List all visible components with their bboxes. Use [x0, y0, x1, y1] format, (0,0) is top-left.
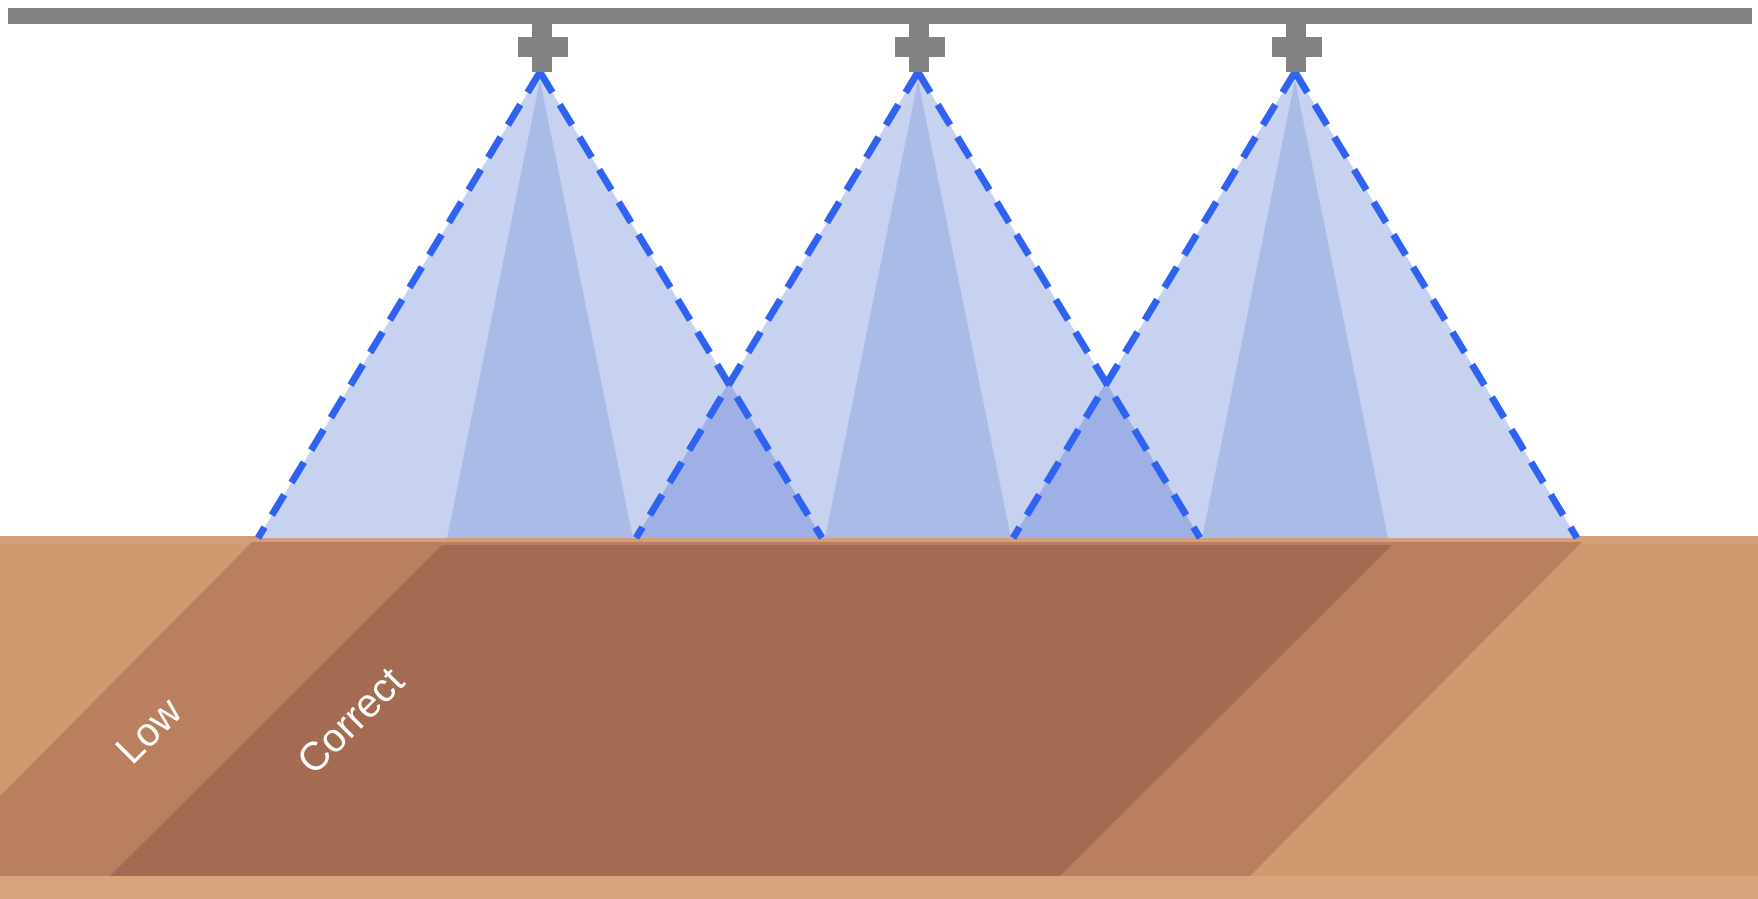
ground: Low Correct: [0, 536, 1758, 899]
spray-edge-3-left: [1010, 70, 1298, 540]
spray-edge-3-right: [1292, 70, 1580, 540]
spray-core-2: [825, 80, 1011, 538]
spray-cones: [258, 72, 1577, 538]
nozzle-3: [1272, 22, 1322, 72]
spray-core-1: [447, 80, 633, 538]
spray-overlap-2: [1013, 382, 1200, 538]
nozzle-1: [518, 22, 568, 72]
spray-edge-2-right: [915, 70, 1203, 540]
correct-coverage-band: [110, 545, 1392, 876]
spray-edge-1-left: [255, 70, 543, 540]
spray-core-3: [1202, 80, 1388, 538]
spray-edge-1-right: [537, 70, 825, 540]
spray-boom: [8, 8, 1752, 72]
nozzle-2: [895, 22, 945, 72]
spray-overlap-1: [636, 382, 822, 538]
boom-bar: [8, 8, 1752, 24]
soil-bottom-strip: [0, 876, 1758, 899]
spray-edges: [255, 70, 1580, 540]
spray-edge-2-left: [633, 70, 921, 540]
soil-top-edge: [0, 536, 1758, 544]
